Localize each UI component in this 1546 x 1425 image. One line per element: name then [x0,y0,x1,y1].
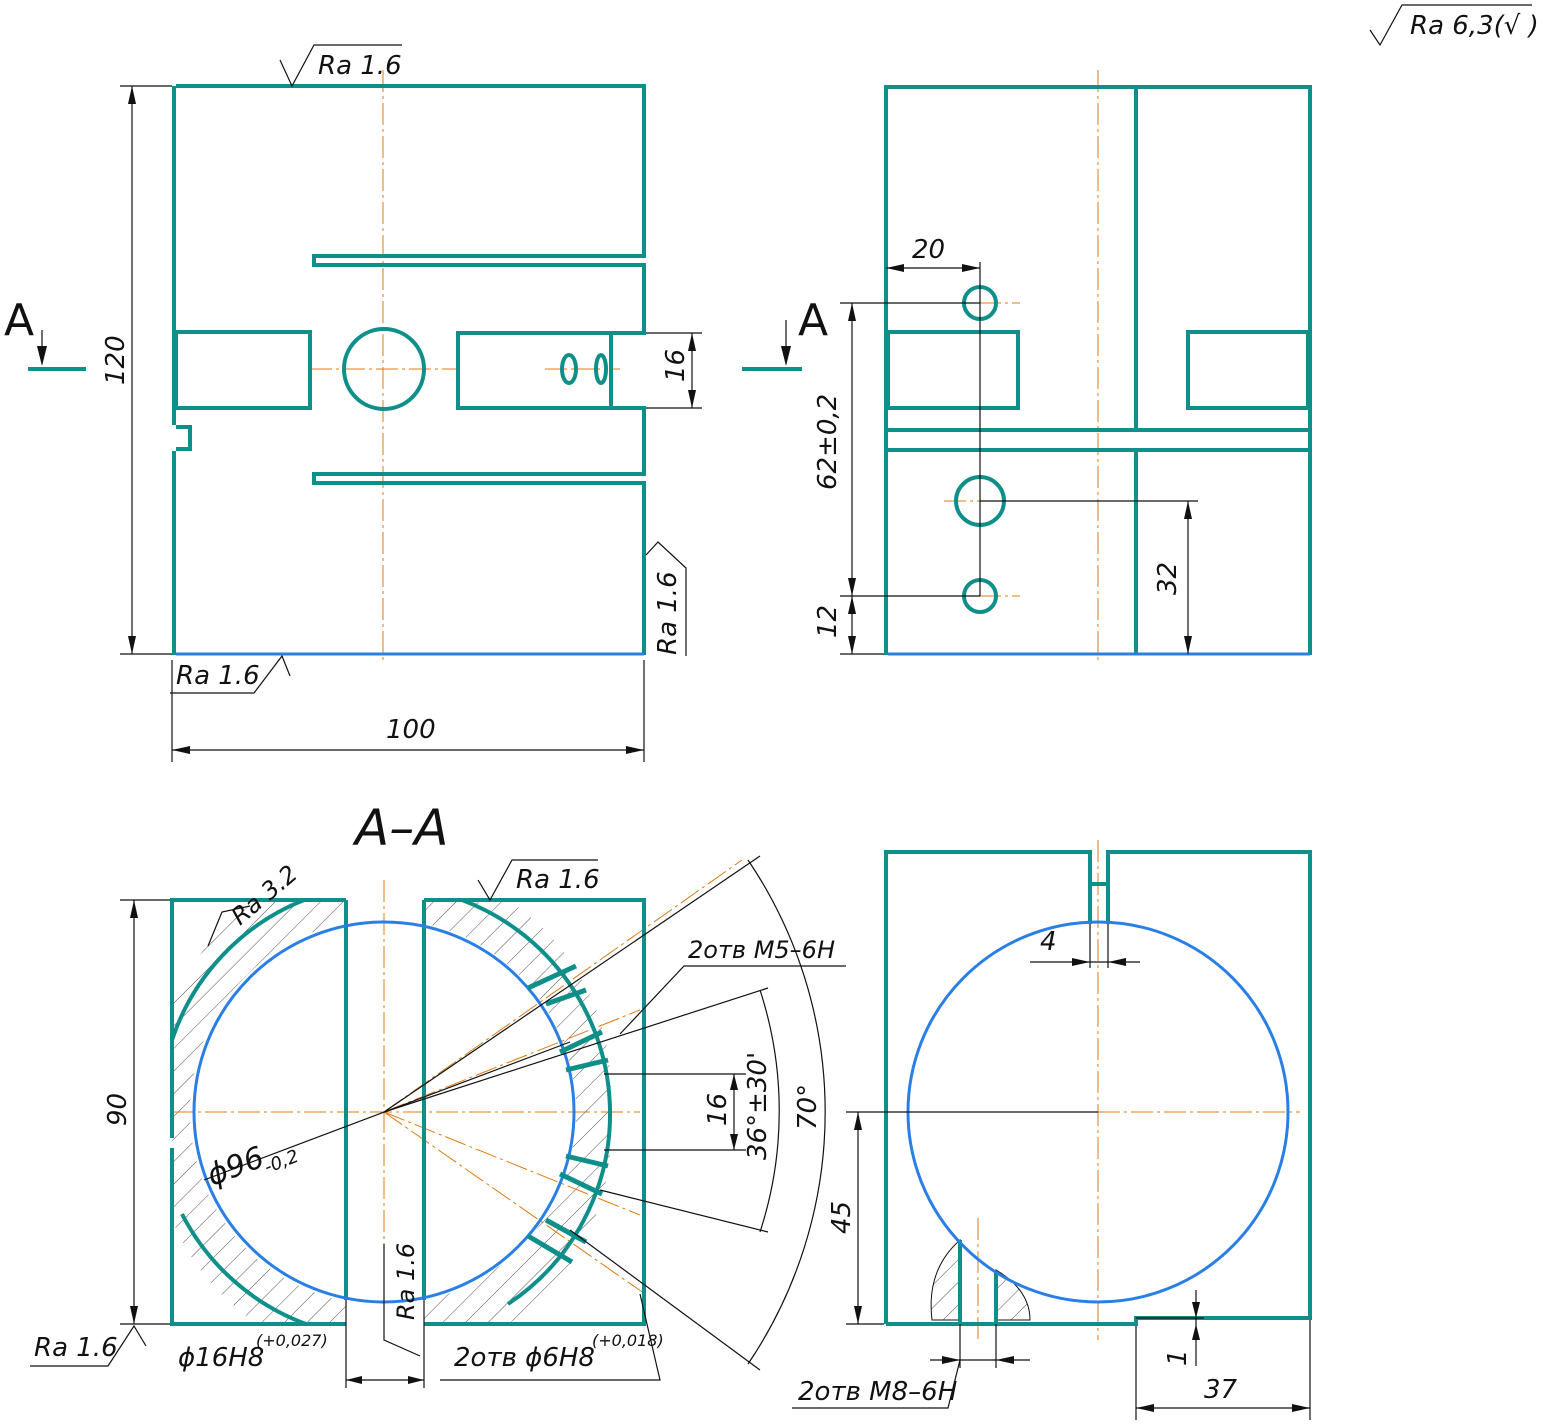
front-slot-dim: 16 [661,349,691,382]
section-top-roughness: Ra 1.6 [516,865,600,895]
front-bottom-roughness: Ra 1.6 [176,661,260,691]
section-angle-large-dim: 70° [793,1084,823,1130]
front-right-roughness: Ra 1.6 [653,571,683,655]
thread-m5-callout: 2отв M5–6H [688,936,835,964]
section-diameter-tol: -0,2 [261,1146,301,1178]
section-angle-small-dim: 36°±30' [743,1052,773,1160]
section-left-roughness: Ra 1.6 [34,1333,118,1363]
end-step-dim: 1 [1163,1349,1193,1366]
section-mark-left: A [4,295,34,346]
front-height-dim: 120 [101,335,131,385]
thread-m8-callout: 2отв M8–6H [798,1377,957,1407]
front-top-roughness: Ra 1.6 [318,51,402,81]
side-hole-low-dim: 12 [813,605,843,638]
front-width-dim: 100 [386,715,436,745]
end-view: 4 45 1 37 2отв M8–6H [792,840,1312,1420]
end-width-dim: 37 [1204,1375,1238,1405]
side-hole-span-dim: 62±0,2 [813,394,843,490]
hole-16-tolerance: (+0,027) [256,1331,328,1350]
end-slot-dim: 4 [1040,927,1057,957]
section-hole-spacing-dim: 16 [703,1093,733,1126]
hole-16-callout: ϕ16H8 [178,1343,264,1373]
general-roughness-mark: Ra 6,3(√ ) [1369,4,1539,47]
section-height-dim: 90 [103,1093,133,1126]
side-hole-mid-dim: 32 [1153,562,1183,595]
general-roughness-text: Ra 6,3(√ ) [1410,11,1539,41]
section-mark-right: A [798,295,828,346]
section-slot-roughness: Ra 1.6 [392,1243,420,1320]
holes-6-callout: 2отв ϕ6H8 [454,1343,595,1373]
holes-6-tolerance: (+0,018) [592,1331,664,1350]
section-diameter-dim: ϕ96 [202,1140,269,1193]
side-view: 20 62±0,2 12 32 [813,70,1312,660]
section-title: A–A [352,799,448,857]
section-a-a: A–A [0,799,846,1388]
end-height-dim: 45 [827,1201,857,1234]
front-view: 120 100 16 Ra 1.6 Ra 1.6 Ra 1.6 A A [4,44,828,762]
side-hole-x-dim: 20 [912,235,945,265]
